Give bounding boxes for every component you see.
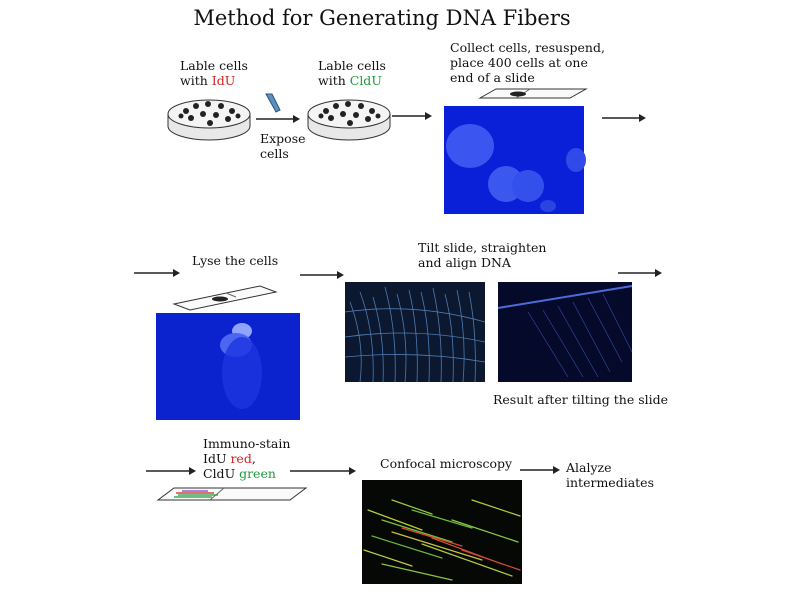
arrow-5	[300, 271, 344, 279]
immuno-line3: CldU green	[203, 466, 276, 481]
step-tilt-label: Tilt slide, straighten and align DNA	[418, 240, 546, 270]
step-label-cldu-line2: with CldU	[318, 73, 382, 88]
fiber-micrograph-right	[497, 282, 633, 382]
tilt-line1: Tilt slide, straighten	[418, 240, 547, 255]
step-lyse-label: Lyse the cells	[192, 253, 279, 268]
collect-line2: place 400 cells at one	[450, 55, 588, 70]
step-label-cldu-line1: Lable cells	[318, 58, 386, 73]
immuno-line1: Immuno-stain	[203, 436, 291, 451]
idu-label: IdU	[211, 73, 236, 88]
idu-color-word: red	[230, 451, 252, 466]
result-caption: Result after tilting the slide	[493, 392, 669, 407]
tilt-line2: and align DNA	[418, 255, 511, 270]
step-label-idu-line1: Lable cells	[180, 58, 248, 73]
confocal-micrograph	[362, 480, 522, 584]
lysed-cell-micrograph	[156, 313, 300, 420]
arrow-6	[618, 269, 662, 277]
analyze-line1: Alalyze	[566, 460, 612, 475]
slide-lyse	[172, 285, 278, 311]
step-label-cldu: Lable cells with CldU	[318, 58, 386, 88]
petri-dish-idu	[167, 99, 251, 141]
collect-line1: Collect cells, resuspend,	[450, 40, 605, 55]
immuno-line2: IdU red,	[203, 451, 256, 466]
arrow-7	[146, 467, 196, 475]
arrow-8	[290, 467, 356, 475]
arrow-3	[602, 114, 646, 122]
step-collect-label: Collect cells, resuspend, place 400 cell…	[450, 40, 605, 85]
cldu-color-word: green	[239, 466, 276, 481]
arrow-2	[392, 112, 432, 120]
step-label-idu: Lable cells with IdU	[180, 58, 248, 88]
step-analyze-label: Alalyze intermediates	[566, 460, 654, 490]
slide-stained	[156, 487, 308, 501]
arrow-1	[256, 115, 300, 123]
petri-dish-cldu	[307, 99, 391, 141]
step-expose-label: Expose cells	[260, 131, 306, 161]
expose-line1: Expose	[260, 131, 306, 146]
step-confocal-label: Confocal microscopy	[380, 456, 513, 471]
nuclei-micrograph	[444, 106, 586, 214]
step-immuno-label: Immuno-stain IdU red, CldU green	[203, 436, 290, 481]
collect-line3: end of a slide	[450, 70, 535, 85]
cldu-label: CldU	[349, 73, 382, 88]
pipette-icon	[265, 93, 281, 113]
step-label-idu-line2: with IdU	[180, 73, 236, 88]
analyze-line2: intermediates	[566, 475, 654, 490]
slide-collect	[478, 88, 588, 99]
fiber-micrograph-left	[344, 282, 486, 383]
expose-line2: cells	[260, 146, 289, 161]
page-title: Method for Generating DNA Fibers	[193, 6, 571, 30]
arrow-9	[520, 466, 560, 474]
arrow-4	[134, 269, 180, 277]
